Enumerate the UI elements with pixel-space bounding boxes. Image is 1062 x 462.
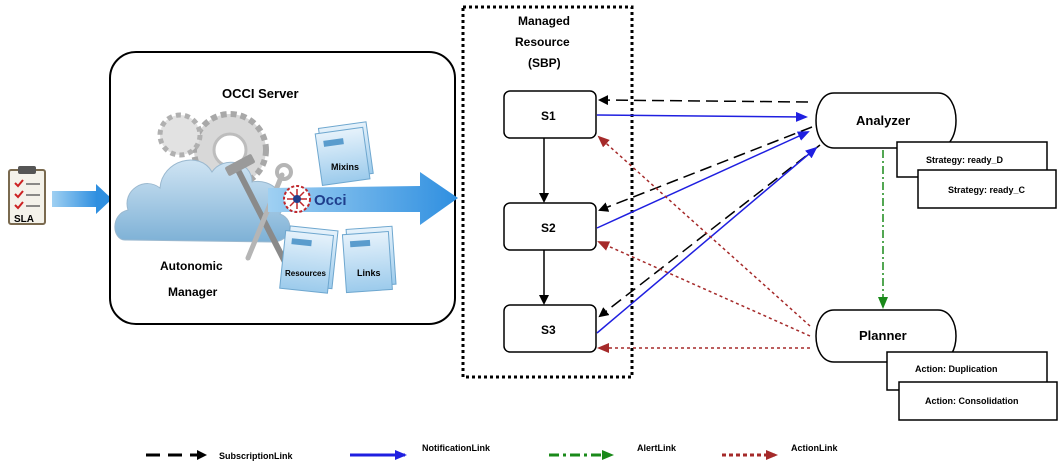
sla-label: SLA [14, 214, 34, 225]
strategy-ready-c-label: Strategy: ready_C [948, 185, 1026, 195]
planner-label: Planner [859, 328, 907, 343]
occi-interface-arrow [268, 172, 458, 225]
action-consolidation-box [898, 381, 1058, 421]
legend-notification-label: NotificationLink [422, 443, 491, 453]
subscription-link-s1 [598, 95, 809, 106]
autonomic-manager-label-line2: Manager [168, 285, 218, 299]
action-link-s2 [597, 241, 811, 337]
notification-link-s1 [596, 111, 808, 122]
resources-label: Resources [285, 269, 326, 278]
service-s1-box [503, 90, 597, 139]
legend-alert-link: AlertLink [549, 443, 677, 460]
gear-icon [157, 111, 269, 189]
service-s3-label: S3 [541, 323, 556, 337]
legend-action-label: ActionLink [791, 443, 838, 453]
managed-resource-box [461, 5, 634, 379]
strategy-ready-c-box [917, 169, 1057, 209]
occi-logo-text: Occi [314, 192, 347, 209]
strategy-ready-d-label: Strategy: ready_D [926, 155, 1004, 165]
sla-input-arrow [52, 184, 112, 214]
managed-resource-title-line2: Resource [515, 35, 570, 49]
action-duplication-label: Action: Duplication [915, 364, 998, 374]
notification-link-s2 [596, 131, 810, 229]
action-link-s1 [597, 135, 811, 327]
legend-notification-link: NotificationLink [350, 443, 491, 460]
service-s1-label: S1 [541, 109, 556, 123]
occi-server-title: OCCI Server [222, 86, 299, 101]
resources-document-icon [279, 225, 339, 294]
service-s3-box [503, 304, 597, 353]
legend-action-link: ActionLink [722, 443, 838, 460]
managed-resource-title-line3: (SBP) [528, 56, 561, 70]
legend-alert-label: AlertLink [637, 443, 677, 453]
subscription-link-s2 [598, 126, 813, 212]
managed-resource-title-line1: Managed [518, 14, 570, 28]
notification-link-s3 [596, 146, 818, 334]
legend: SubscriptionLink NotificationLink AlertL… [146, 443, 838, 461]
legend-subscription-link: SubscriptionLink [146, 450, 293, 461]
autonomic-manager-label-line1: Autonomic [160, 259, 223, 273]
mixins-label: Mixins [331, 162, 359, 172]
action-consolidation-label: Action: Consolidation [925, 396, 1019, 406]
occi-logo-icon [283, 185, 311, 213]
mixins-document-icon [314, 121, 374, 187]
service-s2-label: S2 [541, 221, 556, 235]
links-label: Links [357, 268, 381, 278]
subscription-link-s3 [598, 144, 821, 318]
sla-document-icon [8, 166, 46, 225]
service-s2-box [503, 202, 597, 251]
legend-subscription-label: SubscriptionLink [219, 451, 293, 461]
links-document-icon [341, 225, 397, 294]
analyzer-label: Analyzer [856, 113, 910, 128]
